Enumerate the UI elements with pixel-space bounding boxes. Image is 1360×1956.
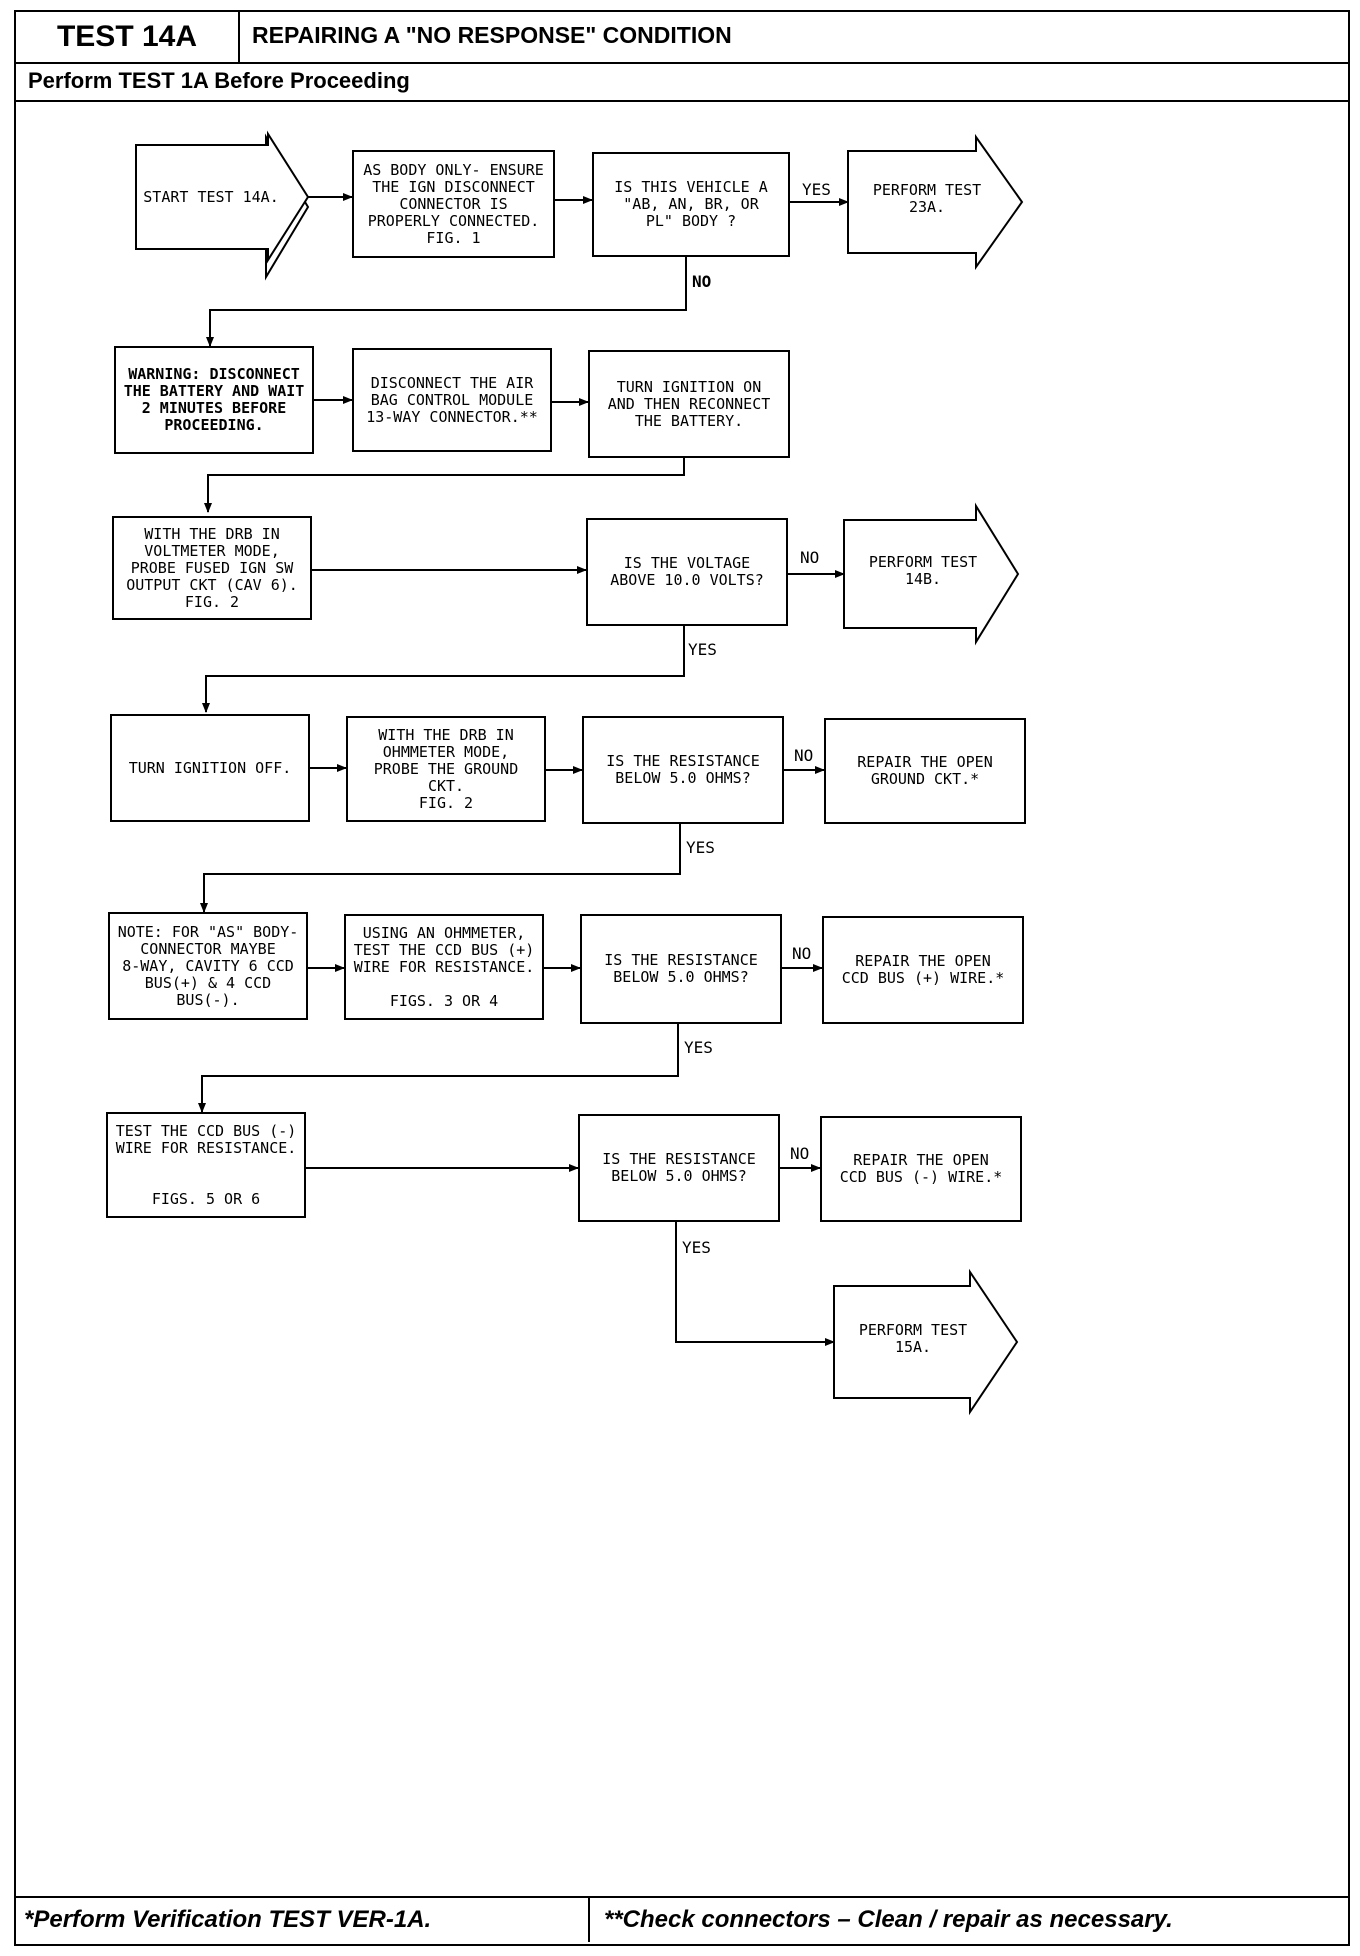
voltage-question: IS THE VOLTAGE ABOVE 10.0 VOLTS? <box>586 518 788 626</box>
perform-14b-arrow <box>843 502 1020 646</box>
no-label: NO <box>790 1144 810 1163</box>
no-label: NO <box>800 548 820 567</box>
test-page: TEST 14A REPAIRING A "NO RESPONSE" CONDI… <box>14 10 1350 1946</box>
page-header: TEST 14A REPAIRING A "NO RESPONSE" CONDI… <box>16 12 1348 64</box>
prerequisite-note: Perform TEST 1A Before Proceeding <box>16 62 1348 102</box>
vehicle-body-question: IS THIS VEHICLE A "AB, AN, BR, OR PL" BO… <box>592 152 790 257</box>
start-test-label: START TEST 14A. <box>143 187 279 206</box>
repair-ground-step: REPAIR THE OPEN GROUND CKT.* <box>824 718 1026 824</box>
repair-bus-plus-step: REPAIR THE OPEN CCD BUS (+) WIRE.* <box>822 916 1024 1024</box>
no-label: NO <box>794 746 814 765</box>
perform-test-14b: PERFORM TEST 14B. <box>868 553 978 588</box>
bus-plus-resistance-question: IS THE RESISTANCE BELOW 5.0 OHMS? <box>580 914 782 1024</box>
drb-voltmeter-step: WITH THE DRB IN VOLTMETER MODE, PROBE FU… <box>112 516 312 620</box>
no-label: NO <box>692 272 712 291</box>
repair-bus-minus-step: REPAIR THE OPEN CCD BUS (-) WIRE.* <box>820 1116 1022 1222</box>
flowchart-connectors <box>135 130 1024 1416</box>
verification-note: *Perform Verification TEST VER-1A. <box>16 1898 590 1942</box>
page-footer: *Perform Verification TEST VER-1A. **Che… <box>16 1896 1348 1944</box>
perform-test-15a: PERFORM TEST 15A. <box>858 1321 968 1356</box>
as-body-note: NOTE: FOR "AS" BODY- CONNECTOR MAYBE 8-W… <box>108 912 308 1020</box>
perform-15a-arrow <box>833 1268 1019 1416</box>
yes-label: YES <box>688 640 717 659</box>
perform-23a-arrow <box>847 133 1024 271</box>
no-label: NO <box>792 944 812 963</box>
ignition-off-step: TURN IGNITION OFF. <box>110 714 310 822</box>
ground-resistance-question: IS THE RESISTANCE BELOW 5.0 OHMS? <box>582 716 784 824</box>
test-id: TEST 14A <box>16 12 240 62</box>
perform-test-23a: PERFORM TEST 23A. <box>872 181 982 216</box>
yes-label: YES <box>686 838 715 857</box>
yes-label: YES <box>682 1238 711 1257</box>
test-bus-minus-step: TEST THE CCD BUS (-) WIRE FOR RESISTANCE… <box>106 1112 306 1218</box>
as-body-check-step: AS BODY ONLY- ENSURE THE IGN DISCONNECT … <box>352 150 555 258</box>
yes-label: YES <box>802 180 831 199</box>
drb-ohmmeter-step: WITH THE DRB IN OHMMETER MODE, PROBE THE… <box>346 716 546 822</box>
disconnect-module-step: DISCONNECT THE AIR BAG CONTROL MODULE 13… <box>352 348 552 452</box>
start-arrow <box>135 130 310 264</box>
bus-minus-resistance-question: IS THE RESISTANCE BELOW 5.0 OHMS? <box>578 1114 780 1222</box>
ignition-on-step: TURN IGNITION ON AND THEN RECONNECT THE … <box>588 350 790 458</box>
connector-note: **Check connectors – Clean / repair as n… <box>604 1906 1173 1933</box>
battery-warning-step: WARNING: DISCONNECT THE BATTERY AND WAIT… <box>114 346 314 454</box>
test-bus-plus-step: USING AN OHMMETER, TEST THE CCD BUS (+) … <box>344 914 544 1020</box>
yes-label: YES <box>684 1038 713 1057</box>
test-title: REPAIRING A "NO RESPONSE" CONDITION <box>252 22 732 48</box>
